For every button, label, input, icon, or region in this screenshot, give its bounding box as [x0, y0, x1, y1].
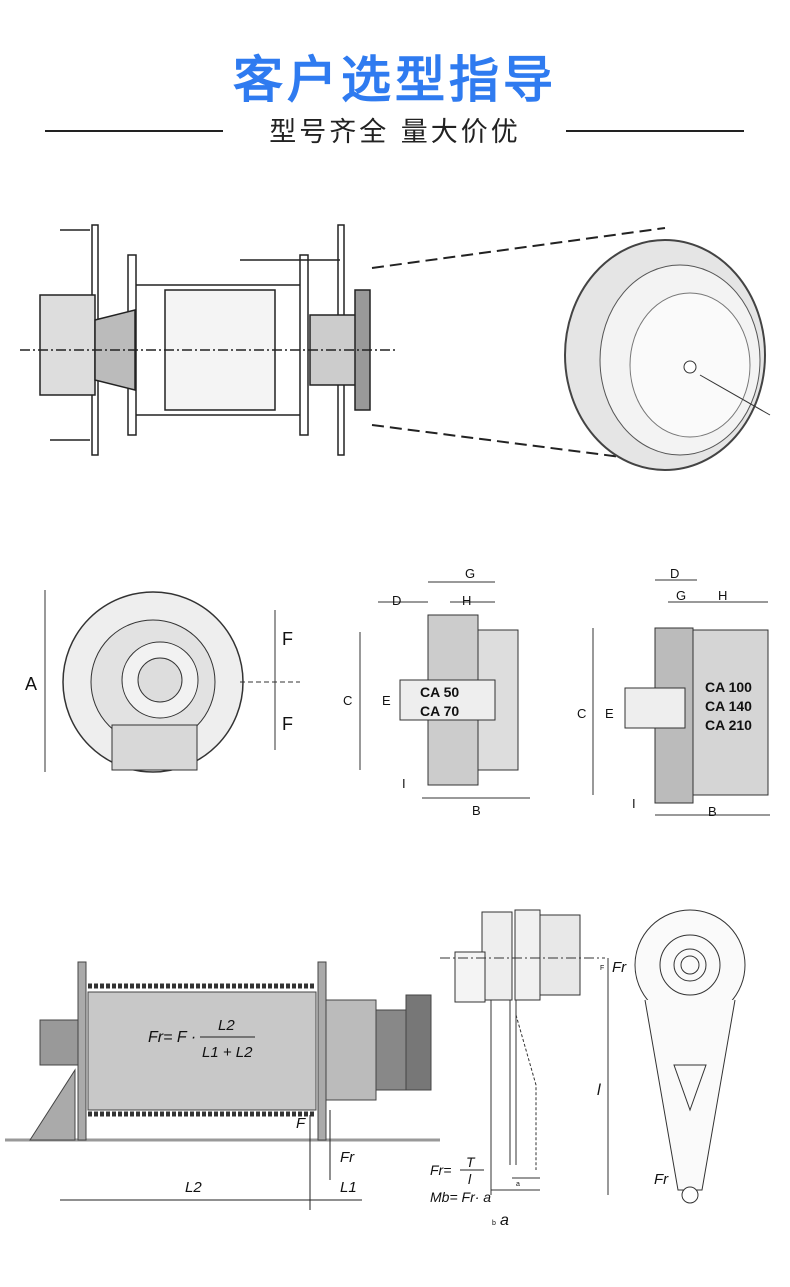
model-ca100: CA 100 [705, 679, 752, 695]
dim-a-inner: a [516, 1181, 520, 1188]
winch-section-drawing [20, 224, 771, 471]
dim-b-small: B [472, 803, 481, 818]
page-title: 客户选型指导 [233, 51, 557, 109]
torque-formula-t: T [466, 1154, 476, 1170]
dim-h-large: H [718, 588, 727, 603]
winch-length-l2: L2 [185, 1179, 202, 1196]
dim-a-outer: a [500, 1212, 509, 1229]
dim-c-large: C [577, 706, 586, 721]
model-ca50: CA 50 [420, 684, 459, 700]
dim-g-large: G [676, 588, 686, 603]
dim-c-small: C [343, 693, 352, 708]
torque-formula-l: l [468, 1171, 472, 1187]
dim-e-large: E [605, 706, 614, 721]
dim-e-small: E [382, 693, 391, 708]
dim-h-small: H [462, 593, 471, 608]
side-view-small [359, 581, 530, 799]
dim-i-large: I [632, 796, 636, 811]
force-fr-bottom: Fr [654, 1171, 669, 1188]
force-fr-top: Fr [612, 959, 627, 976]
winch-length-l1: L1 [340, 1179, 357, 1196]
dim-b-large: B [708, 804, 717, 819]
winch-force-f: F [296, 1115, 306, 1132]
winch-formula-denominator: L1 + L2 [202, 1044, 253, 1061]
dim-b-label: b [492, 1220, 496, 1227]
torque-arm-front [634, 909, 746, 1204]
motor-render-icon [564, 239, 771, 471]
front-view [44, 590, 300, 773]
divider-left [45, 130, 223, 132]
torque-formula-mb: Mb= Fr· a [430, 1189, 491, 1205]
winch-formula-numerator: L2 [218, 1017, 235, 1034]
winch-formula-lhs: Fr= F · [148, 1029, 196, 1046]
dim-a-label: A [25, 674, 37, 694]
dim-d-small: D [392, 593, 401, 608]
dim-f-label-bottom: F [282, 714, 293, 734]
torque-formula-fr: Fr= [430, 1162, 451, 1178]
dim-l-label: l [597, 1082, 601, 1099]
dimension-drawings: A F F D G H C E CA 50 CA 70 I B D G H C … [25, 566, 770, 819]
torque-arm-side [440, 909, 609, 1195]
dim-g-small: G [465, 566, 475, 581]
model-ca140: CA 140 [705, 698, 752, 714]
winch-drawing [5, 961, 440, 1210]
page-subtitle: 型号齐全 量大价优 [269, 117, 521, 148]
dim-d-large: D [670, 566, 679, 581]
load-diagrams: Fr= F · L2 L1 + L2 F Fr L2 L1 Fr= T l Mb… [5, 909, 746, 1229]
force-f-small: F [600, 965, 604, 972]
model-ca70: CA 70 [420, 703, 459, 719]
side-view-large [592, 579, 770, 816]
winch-force-fr: Fr [340, 1149, 355, 1166]
dim-f-label-top: F [282, 629, 293, 649]
dim-i-small: I [402, 776, 406, 791]
model-ca210: CA 210 [705, 717, 752, 733]
divider-right [566, 130, 744, 132]
